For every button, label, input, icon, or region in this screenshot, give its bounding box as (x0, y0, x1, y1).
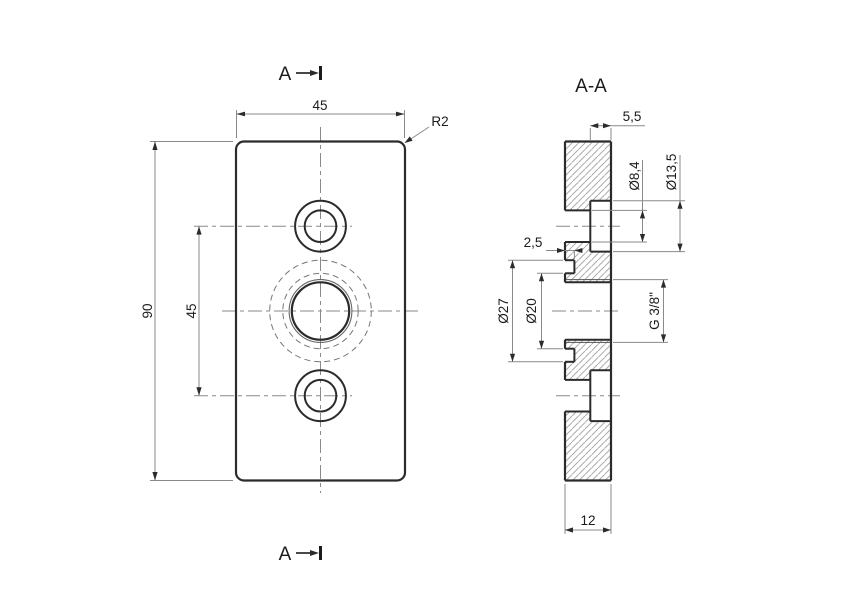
dim-plate-height-label: 90 (140, 303, 155, 318)
section-marker-top-label: A (279, 64, 292, 85)
dim-counterbore-depth-label: 5,5 (623, 109, 642, 124)
front-thread-bore-circle (290, 281, 351, 341)
section-marker-top: A (279, 64, 322, 85)
dim-thickness-label: 12 (580, 513, 595, 528)
front-groove-outer-hidden-circle (269, 259, 372, 363)
dim-groove-depth-label: 2,5 (524, 235, 543, 250)
section-body-outline (563, 140, 613, 482)
dim-groove-inner-diameter-label: Ø20 (524, 298, 539, 324)
dim-groove-outer-diameter-label: Ø27 (496, 298, 511, 324)
front-bottom-hole-bore-circle (303, 378, 338, 413)
section-middle-hole (565, 281, 611, 341)
section-bottom-hole (565, 369, 611, 423)
section-marker-bottom-label: A (279, 544, 292, 565)
corner-radius-label: R2 (431, 114, 448, 129)
section-marker-bottom: A (279, 544, 322, 565)
front-thread-crest-circle (288, 279, 353, 343)
section-groove-bottom-notch (565, 347, 576, 363)
dim-counterbore-diameter-label: Ø13,5 (664, 154, 679, 191)
section-hatch-lower-middle (565, 339, 611, 380)
front-top-hole-counterbore-circle (294, 199, 347, 253)
section-marker-bottom-arrow-icon (310, 550, 319, 556)
section-groove-top-notch (565, 259, 576, 275)
section-hatch-bottom (565, 411, 611, 481)
section-hatch-upper-middle (565, 242, 611, 283)
thread-label: G 3/8" (647, 292, 662, 330)
dim-hole-spacing-label: 45 (184, 303, 199, 318)
front-groove-inner-hidden-circle (282, 272, 359, 350)
section-marker-top-arrow-icon (310, 70, 319, 76)
front-plate-outline (234, 140, 407, 482)
section-hatch-top (565, 141, 611, 211)
section-title: A-A (575, 76, 607, 97)
front-bottom-hole-counterbore-circle (294, 369, 347, 423)
dim-plate-width-label: 45 (312, 98, 327, 113)
front-top-hole-bore-circle (303, 209, 338, 243)
dim-hole-diameter-label: Ø8,4 (627, 161, 642, 191)
section-top-hole (565, 199, 611, 253)
